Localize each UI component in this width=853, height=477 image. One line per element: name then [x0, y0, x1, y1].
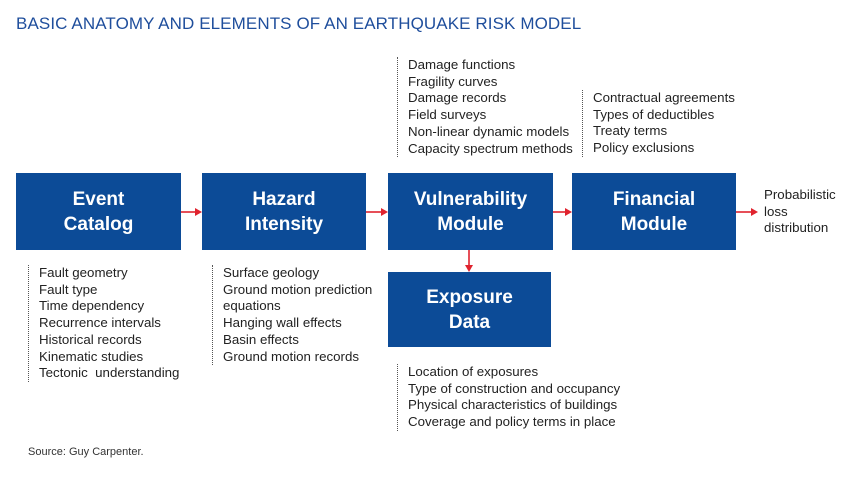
vulnerability-module-elements: Damage functions Fragility curves Damage…	[397, 57, 573, 158]
arrowhead-financial-to-output	[751, 208, 758, 216]
arrowhead-event-to-hazard	[195, 208, 202, 216]
list-item: Location of exposures	[408, 364, 539, 379]
vulnerability-module-label-line2: Module	[437, 213, 504, 235]
event-catalog-label-line1: Event	[72, 188, 125, 210]
list-item: Hanging wall effects	[223, 315, 342, 331]
source-note: Source: Guy Carpenter.	[28, 446, 144, 458]
vulnerability-module-box: Vulnerability Module	[388, 173, 553, 250]
output-line3: distribution	[764, 220, 829, 236]
list-item: Fragility curves	[408, 73, 498, 89]
financial-module-label-line1: Financial	[612, 188, 696, 210]
list-item: Ground motion prediction	[223, 281, 373, 297]
list-item: Treaty terms	[593, 123, 668, 139]
list-item: Field surveys	[408, 107, 487, 123]
event-catalog-elements: Fault geometry Fault type Time dependenc…	[28, 265, 179, 382]
list-item: Physical characteristics of buildings	[408, 397, 618, 413]
hazard-intensity-elements: Surface geology Ground motion prediction…	[212, 265, 373, 366]
list-item: Surface geology	[223, 265, 320, 280]
hazard-intensity-box: Hazard Intensity	[202, 173, 366, 250]
list-item: Tectonic understanding	[39, 365, 180, 381]
list-item: Contractual agreements	[593, 90, 735, 105]
financial-module-box: Financial Module	[572, 173, 736, 250]
list-item: Fault geometry	[39, 265, 128, 280]
list-item: Type of construction and occupancy	[408, 380, 621, 396]
financial-module-elements: Contractual agreements Types of deductib…	[582, 90, 735, 157]
list-item: Fault type	[39, 281, 98, 297]
vulnerability-module-label-line1: Vulnerability	[413, 188, 528, 210]
list-item: Non-linear dynamic models	[408, 123, 570, 139]
hazard-intensity-label-line2: Intensity	[244, 213, 324, 235]
list-item: equations	[223, 298, 281, 314]
exposure-data-box: Exposure Data	[388, 272, 551, 347]
output-line1: Probabilistic	[764, 187, 836, 202]
list-item: Historical records	[39, 331, 142, 347]
list-item: Basin effects	[223, 331, 299, 347]
arrowhead-vulnerability-to-exposure	[465, 265, 473, 272]
list-item: Recurrence intervals	[39, 315, 161, 331]
exposure-data-label-line2: Data	[448, 311, 491, 333]
event-catalog-box: Event Catalog	[16, 173, 181, 250]
list-item: Damage records	[408, 90, 507, 106]
probabilistic-loss-distribution-output: Probabilistic loss distribution	[764, 187, 849, 237]
list-item: Time dependency	[39, 298, 145, 314]
list-item: Damage functions	[408, 57, 516, 72]
hazard-intensity-label-line1: Hazard	[252, 188, 316, 210]
list-item: Types of deductibles	[593, 106, 715, 122]
diagram-title: BASIC ANATOMY AND ELEMENTS OF AN EARTHQU…	[16, 14, 582, 33]
list-item: Policy exclusions	[593, 140, 695, 156]
output-line2: loss	[764, 203, 788, 219]
event-catalog-label-line2: Catalog	[63, 213, 134, 235]
exposure-data-label-line1: Exposure	[426, 286, 513, 308]
financial-module-label-line2: Module	[620, 213, 688, 235]
arrowhead-vulnerability-to-financial	[565, 208, 572, 216]
list-item: Kinematic studies	[39, 348, 144, 364]
list-item: Ground motion records	[223, 348, 359, 364]
exposure-data-elements: Location of exposures Type of constructi…	[397, 364, 620, 431]
list-item: Coverage and policy terms in place	[408, 414, 616, 430]
list-item: Capacity spectrum methods	[408, 140, 573, 156]
arrowhead-hazard-to-vulnerability	[381, 208, 388, 216]
